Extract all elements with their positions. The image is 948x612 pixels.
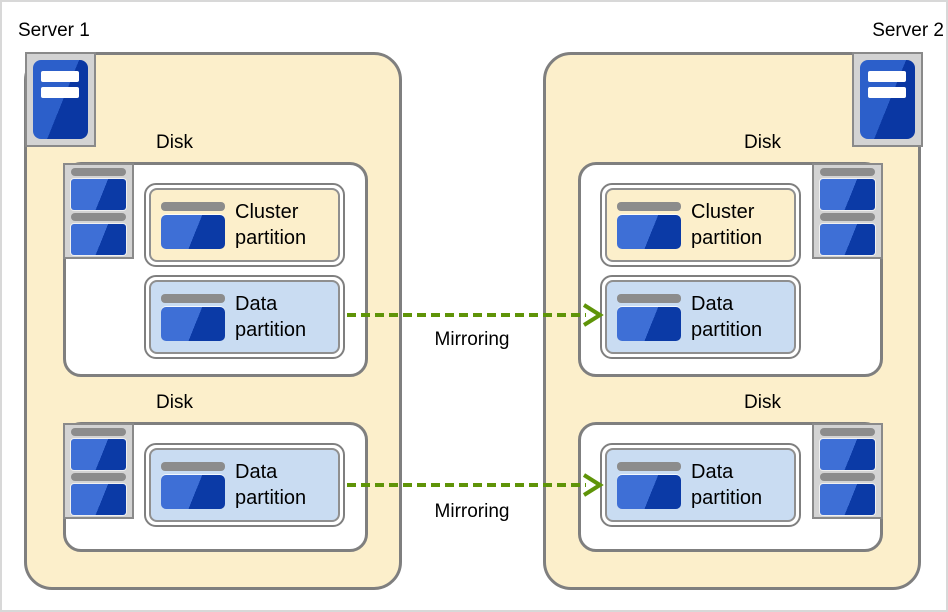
disk-cap	[71, 167, 126, 176]
partition-label: Cluster partition	[691, 201, 763, 249]
disk-cap	[71, 212, 126, 221]
data-partition-inner: Data partition	[605, 280, 796, 354]
server1-title: Server 1	[18, 20, 90, 41]
data-partition-box: Data partition	[600, 275, 801, 359]
server-slot	[41, 71, 79, 82]
disk-body	[71, 178, 126, 210]
data-partition-box: Data partition	[144, 443, 345, 527]
disk-label: Disk	[156, 392, 193, 413]
disk-body	[71, 483, 126, 515]
disk-cap	[71, 427, 126, 436]
partition-label: Data partition	[235, 293, 307, 341]
server-tower-icon	[25, 52, 96, 147]
disk-label: Disk	[744, 132, 781, 153]
disk-stack-icon	[812, 423, 883, 519]
disk-cap	[820, 427, 875, 436]
disk-partition-icon	[161, 293, 225, 341]
disk-partition-icon	[617, 201, 681, 249]
disk-body	[820, 178, 875, 210]
data-partition-box: Data partition	[600, 443, 801, 527]
disk-partition-icon	[161, 461, 225, 509]
cluster-partition-box: Cluster partition	[144, 183, 345, 267]
disk-cap	[820, 472, 875, 481]
data-partition-inner: Data partition	[605, 448, 796, 522]
disk-body	[71, 223, 126, 255]
disk-body	[820, 223, 875, 255]
disk-partition-icon	[617, 461, 681, 509]
disk-stack-icon	[812, 163, 883, 259]
mirroring-label-2: Mirroring	[434, 501, 510, 522]
mirroring-label-1: Mirroring	[434, 329, 510, 350]
disk-cap	[820, 212, 875, 221]
server-slot	[41, 87, 79, 98]
data-partition-inner: Data partition	[149, 448, 340, 522]
disk-partition-icon	[161, 201, 225, 249]
server-slot	[868, 87, 906, 98]
data-partition-inner: Data partition	[149, 280, 340, 354]
data-partition-box: Data partition	[144, 275, 345, 359]
disk-cap	[71, 472, 126, 481]
disk-body	[71, 438, 126, 470]
mirroring-arrow-1	[347, 303, 604, 327]
disk-label: Disk	[156, 132, 193, 153]
server-slot	[868, 71, 906, 82]
cluster-partition-box: Cluster partition	[600, 183, 801, 267]
disk-cap	[820, 167, 875, 176]
disk-body	[820, 438, 875, 470]
cluster-partition-inner: Cluster partition	[605, 188, 796, 262]
disk-body	[820, 483, 875, 515]
server-tower-body	[33, 60, 88, 139]
partition-label: Data partition	[691, 461, 763, 509]
server2-title: Server 2	[872, 20, 944, 41]
cluster-partition-inner: Cluster partition	[149, 188, 340, 262]
disk-stack-icon	[63, 423, 134, 519]
disk-partition-icon	[617, 293, 681, 341]
partition-label: Cluster partition	[235, 201, 307, 249]
disk-stack-icon	[63, 163, 134, 259]
server-tower-icon	[852, 52, 923, 147]
partition-label: Data partition	[691, 293, 763, 341]
partition-label: Data partition	[235, 461, 307, 509]
server-tower-body	[860, 60, 915, 139]
disk-label: Disk	[744, 392, 781, 413]
mirroring-arrow-2	[347, 473, 604, 497]
